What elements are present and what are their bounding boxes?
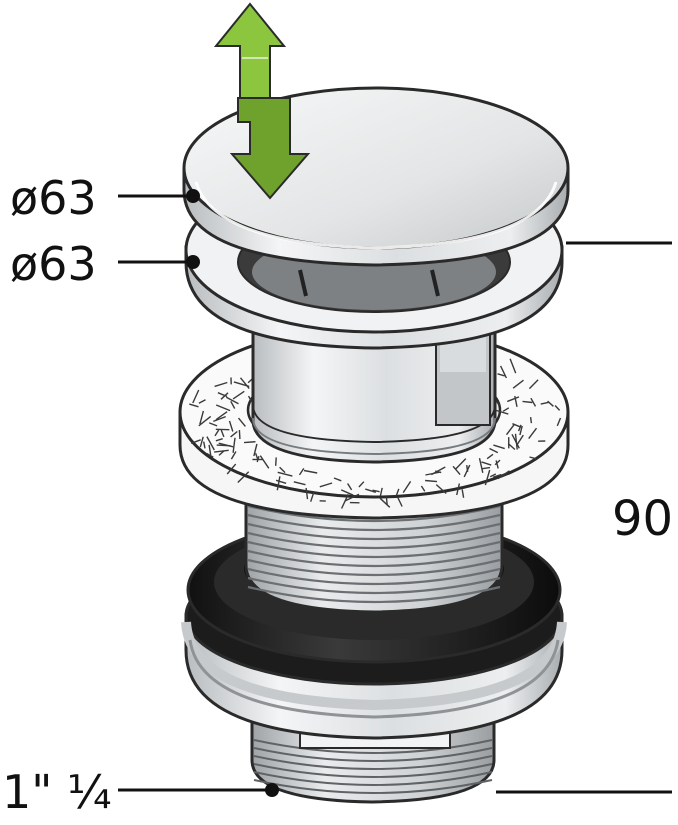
thread-leader [118,783,279,797]
flange-diameter-label: ø63 [10,237,97,291]
flange-diameter-leader [118,255,200,269]
cap-diameter-label: ø63 [10,171,97,225]
cap-diameter-leader [118,189,200,203]
thread-size-label: 1" ¼ [2,765,112,819]
up-down-arrow-icon [213,2,311,200]
height-label: 90 [612,491,673,547]
